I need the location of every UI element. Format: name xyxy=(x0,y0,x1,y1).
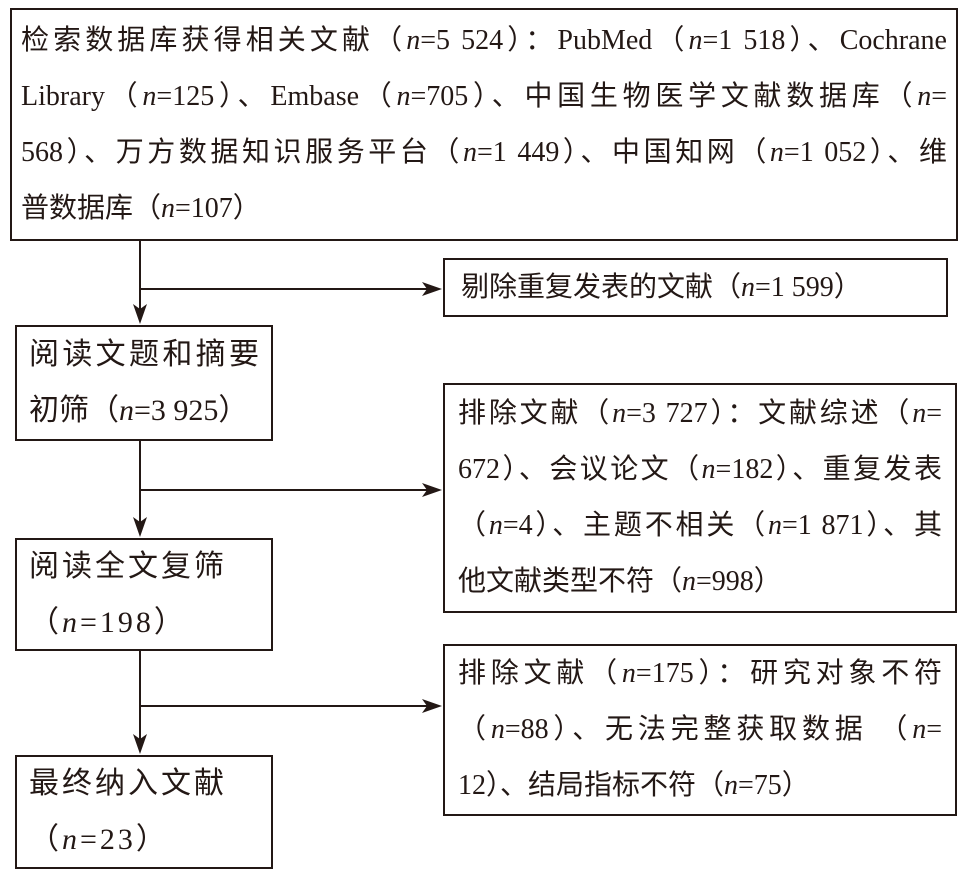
search-line: 568）、万方数据知识服务平台（n=1 449）、中国知网（n=1 052）、维 xyxy=(21,136,947,168)
excluded-after-screening-box: 排除文献（n=3 727）：文献综述（n= 672）、会议论文（n=182）、重… xyxy=(443,383,957,613)
excluded-fulltext-line: 排除文献（n=175）：研究对象不符 xyxy=(458,658,942,689)
excluded-after-fulltext-box: 排除文献（n=175）：研究对象不符 （n=88）、无法完整获取数据 （n= 1… xyxy=(443,644,957,816)
excluded-screening-line: 排除文献（n=3 727）：文献综述（n= xyxy=(458,398,942,429)
duplicates-removed-text: 剔除重复发表的文献（n=1 599） xyxy=(461,271,862,303)
excluded-screening-line: 他文献类型不符（n=998） xyxy=(458,566,782,597)
search-line: 普数据库（n=107） xyxy=(21,192,261,224)
arrowhead-right-icon xyxy=(422,699,442,713)
excluded-screening-line: 672）、会议论文（n=182）、重复发表 xyxy=(458,454,942,485)
arrowhead-right-icon xyxy=(422,483,442,497)
fulltext-screening-box: 阅读全文复筛 （n=198） xyxy=(15,538,273,651)
arrowhead-down-icon xyxy=(133,734,147,754)
arrowhead-down-icon xyxy=(133,304,147,324)
screening-line: 阅读文题和摘要 xyxy=(29,338,259,371)
excluded-fulltext-line: 12）、结局指标不符（n=75） xyxy=(458,770,810,801)
screening-line: 初筛（n=3 925） xyxy=(29,394,249,427)
database-search-box: 检索数据库获得相关文献（n=5 524）：PubMed（n=1 518）、Coc… xyxy=(10,8,958,241)
excluded-fulltext-line: （n=88）、无法完整获取数据 （n= xyxy=(458,714,942,745)
search-line: 检索数据库获得相关文献（n=5 524）：PubMed（n=1 518）、Coc… xyxy=(21,24,947,56)
search-line: Library（n=125）、Embase（n=705）、中国生物医学文献数据库… xyxy=(21,80,947,112)
arrowhead-down-icon xyxy=(133,517,147,537)
included-line: （n=23） xyxy=(29,823,169,856)
excluded-screening-line: （n=4）、主题不相关（n=1 871）、其 xyxy=(458,510,942,541)
arrowhead-right-icon xyxy=(422,282,442,296)
title-abstract-screening-box: 阅读文题和摘要 初筛（n=3 925） xyxy=(15,325,273,441)
fulltext-line: 阅读全文复筛 xyxy=(29,549,227,583)
fulltext-line: （n=198） xyxy=(29,605,187,639)
included-line: 最终纳入文献 xyxy=(29,767,227,800)
included-studies-box: 最终纳入文献 （n=23） xyxy=(15,755,273,869)
duplicates-removed-box: 剔除重复发表的文献（n=1 599） xyxy=(443,258,948,317)
